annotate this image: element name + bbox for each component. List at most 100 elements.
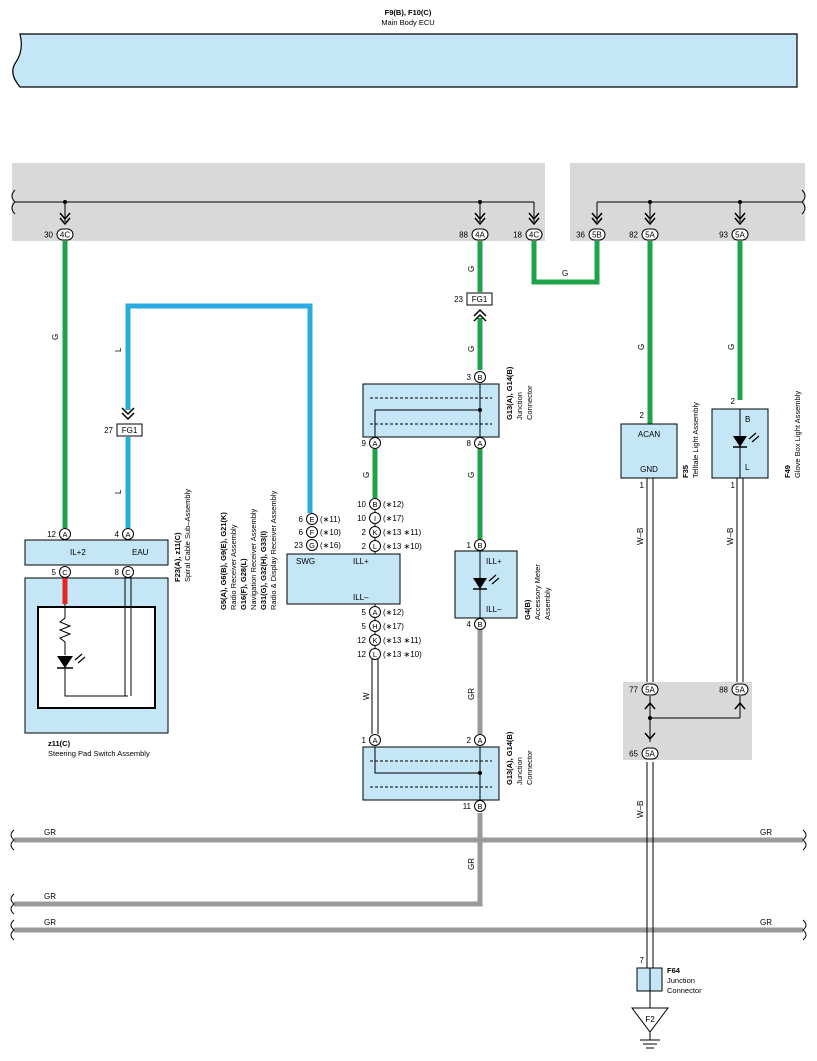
radio-pin-conn: I (374, 514, 376, 523)
ecu-pin-num: 18 (513, 231, 522, 240)
radio-pin-note: (∗12) (383, 608, 404, 617)
junction-line2: Junction (515, 757, 524, 785)
radio-pin-num: 5 (362, 622, 367, 631)
radio-pin-note: (∗11) (320, 515, 341, 524)
junction-pin-conn: B (477, 373, 482, 382)
radio-pin-note: (∗17) (383, 514, 404, 523)
spiral-pin-num: 8 (115, 568, 120, 577)
radio-pin-conn: F (310, 528, 315, 537)
radio-line6: Radio & Display Receiver Assembly (269, 491, 278, 610)
meter-ids: G4(B) (523, 599, 532, 620)
ecu-connector-ids: F9(B), F10(C) (385, 8, 432, 17)
radio-pin-num: 23 (294, 541, 303, 550)
steering-name: Steering Pad Switch Assembly (48, 749, 150, 758)
junction-pin-conn: A (372, 439, 377, 448)
ecu-pin-30: 4C 30 (44, 200, 74, 241)
radio-pin-note: (∗17) (383, 622, 404, 631)
ecu-pin-82: 5A 82 (629, 200, 659, 241)
ecu-bar (12, 33, 798, 88)
radio-pin-conn: K (372, 528, 377, 537)
wire-label-g: G (467, 266, 476, 272)
junction-line3: Connector (525, 750, 534, 785)
radio-pin-conn: G (309, 541, 315, 550)
glove-led-icon (733, 436, 747, 447)
wire-l-blue (125, 303, 313, 513)
ecu-header-block: F9(B), F10(C) Main Body ECU (12, 8, 798, 88)
radio-pin-conn: A (372, 608, 377, 617)
radio-pin-num: 2 (362, 528, 367, 537)
telltale-ids: F35 (681, 465, 690, 478)
radio-pin-num: 10 (357, 514, 366, 523)
radio-ill-minus: ILL– (353, 593, 369, 602)
radio-pin-num: 2 (362, 542, 367, 551)
radio-bottom-pins: A 5 (∗12) H 5 (∗17) K 12 (∗13 ∗11) L 12 … (357, 604, 422, 660)
wire-label-gr: GR (760, 828, 772, 837)
radio-pin-conn: B (372, 500, 377, 509)
radio-receiver-block: SWG ILL+ ILL– E 6 (∗11) F 6 (∗10) G 23 (… (219, 491, 422, 660)
ecu-pin-num: 82 (629, 231, 638, 240)
f64-junction-block: 7 F64 Junction Connector (636, 956, 702, 1008)
radio-pin-note: (∗13 ∗11) (383, 528, 421, 537)
fg1-junction-23: FG1 23 (454, 292, 493, 322)
meter-led-icon (473, 578, 487, 589)
radio-pin-num: 5 (362, 608, 367, 617)
spiral-pin-num: 4 (115, 530, 120, 539)
fg1-pin: 23 (454, 295, 463, 304)
glove-l: L (745, 463, 750, 472)
wire-label-gr: GR (44, 892, 56, 901)
radio-pin-num: 12 (357, 636, 366, 645)
meter-ill-minus: ILL– (486, 605, 502, 614)
wire-label-g: G (362, 472, 371, 478)
glove-pin-top: 2 (731, 397, 736, 406)
spiral-pin-conn: A (125, 530, 130, 539)
junction-pin-num: 3 (467, 373, 472, 382)
f64-line2: Junction (667, 976, 695, 985)
fg1-label: FG1 (122, 426, 138, 435)
junction-pin-conn: A (477, 439, 482, 448)
radio-line4: Navigation Receiver Assembly (249, 508, 258, 610)
ground-junction-block: 5A 77 5A 88 5A 65 (623, 682, 752, 760)
spiral-ids: F23(A), z11(C) (173, 532, 182, 582)
radio-pin-note: (∗16) (320, 541, 341, 550)
radio-pin-conn: H (372, 622, 377, 631)
meter-pin-conn: B (477, 541, 482, 550)
ecu-pin-36: 5B 36 (576, 202, 606, 241)
f64-pin: 7 (640, 956, 645, 965)
telltale-pin-bottom: 1 (640, 481, 645, 490)
radio-pin-conn: E (309, 515, 314, 524)
ecu-pin-conn: 5B (592, 231, 602, 240)
glove-pin-bottom: 1 (731, 481, 736, 490)
radio-pin-num: 6 (299, 528, 304, 537)
glove-name: Glove Box Light Assembly (793, 391, 802, 478)
wire-label-g: G (467, 472, 476, 478)
wb-wires (646, 478, 744, 968)
glove-box-block: B L 2 1 F49 Glove Box Light Assembly (711, 391, 802, 490)
ground-symbol: F2 (631, 1007, 669, 1049)
telltale-pin-top: 2 (640, 411, 645, 420)
radio-swg: SWG (296, 557, 315, 566)
junction-pin-num: 2 (467, 736, 472, 745)
telltale-block: ACAN GND 2 1 F35 Telltale Light Assembly (620, 402, 700, 490)
radio-ill-plus: ILL+ (353, 557, 369, 566)
radio-top-right-pins: B 10 (∗12) I 10 (∗17) K 2 (∗13 ∗11) L 2 … (357, 498, 422, 554)
meter-ill-plus: ILL+ (486, 557, 502, 566)
wire-label-g: G (51, 334, 60, 340)
radio-pin-num: 6 (299, 515, 304, 524)
bus-break-marks (10, 829, 807, 941)
ecu-pin-conn: 4A (475, 231, 485, 240)
ecu-pin-conn: 5A (735, 231, 745, 240)
radio-pin-num: 10 (357, 500, 366, 509)
spiral-pin-conn: C (125, 568, 131, 577)
radio-top-left-pins: E 6 (∗11) F 6 (∗10) G 23 (∗16) (294, 513, 341, 551)
wire-label-w: W (362, 692, 371, 700)
spiral-cable-block: IL+2 EAU A 12 A 4 C 5 C 8 F23(A), z11(C)… (24, 489, 192, 582)
junction-ids: G13(A), G14(B) (505, 366, 514, 420)
spiral-pin-conn: A (62, 530, 67, 539)
spiral-name: Spiral Cable Sub–Assembly (183, 489, 192, 582)
radio-pin-num: 12 (357, 650, 366, 659)
gray-wires (14, 630, 803, 933)
radio-pin-conn: L (373, 542, 377, 551)
wire-label-g: G (562, 269, 568, 278)
ecu-pin-conn: 4C (529, 231, 539, 240)
meter-line2: Accessory Meter (533, 564, 542, 620)
